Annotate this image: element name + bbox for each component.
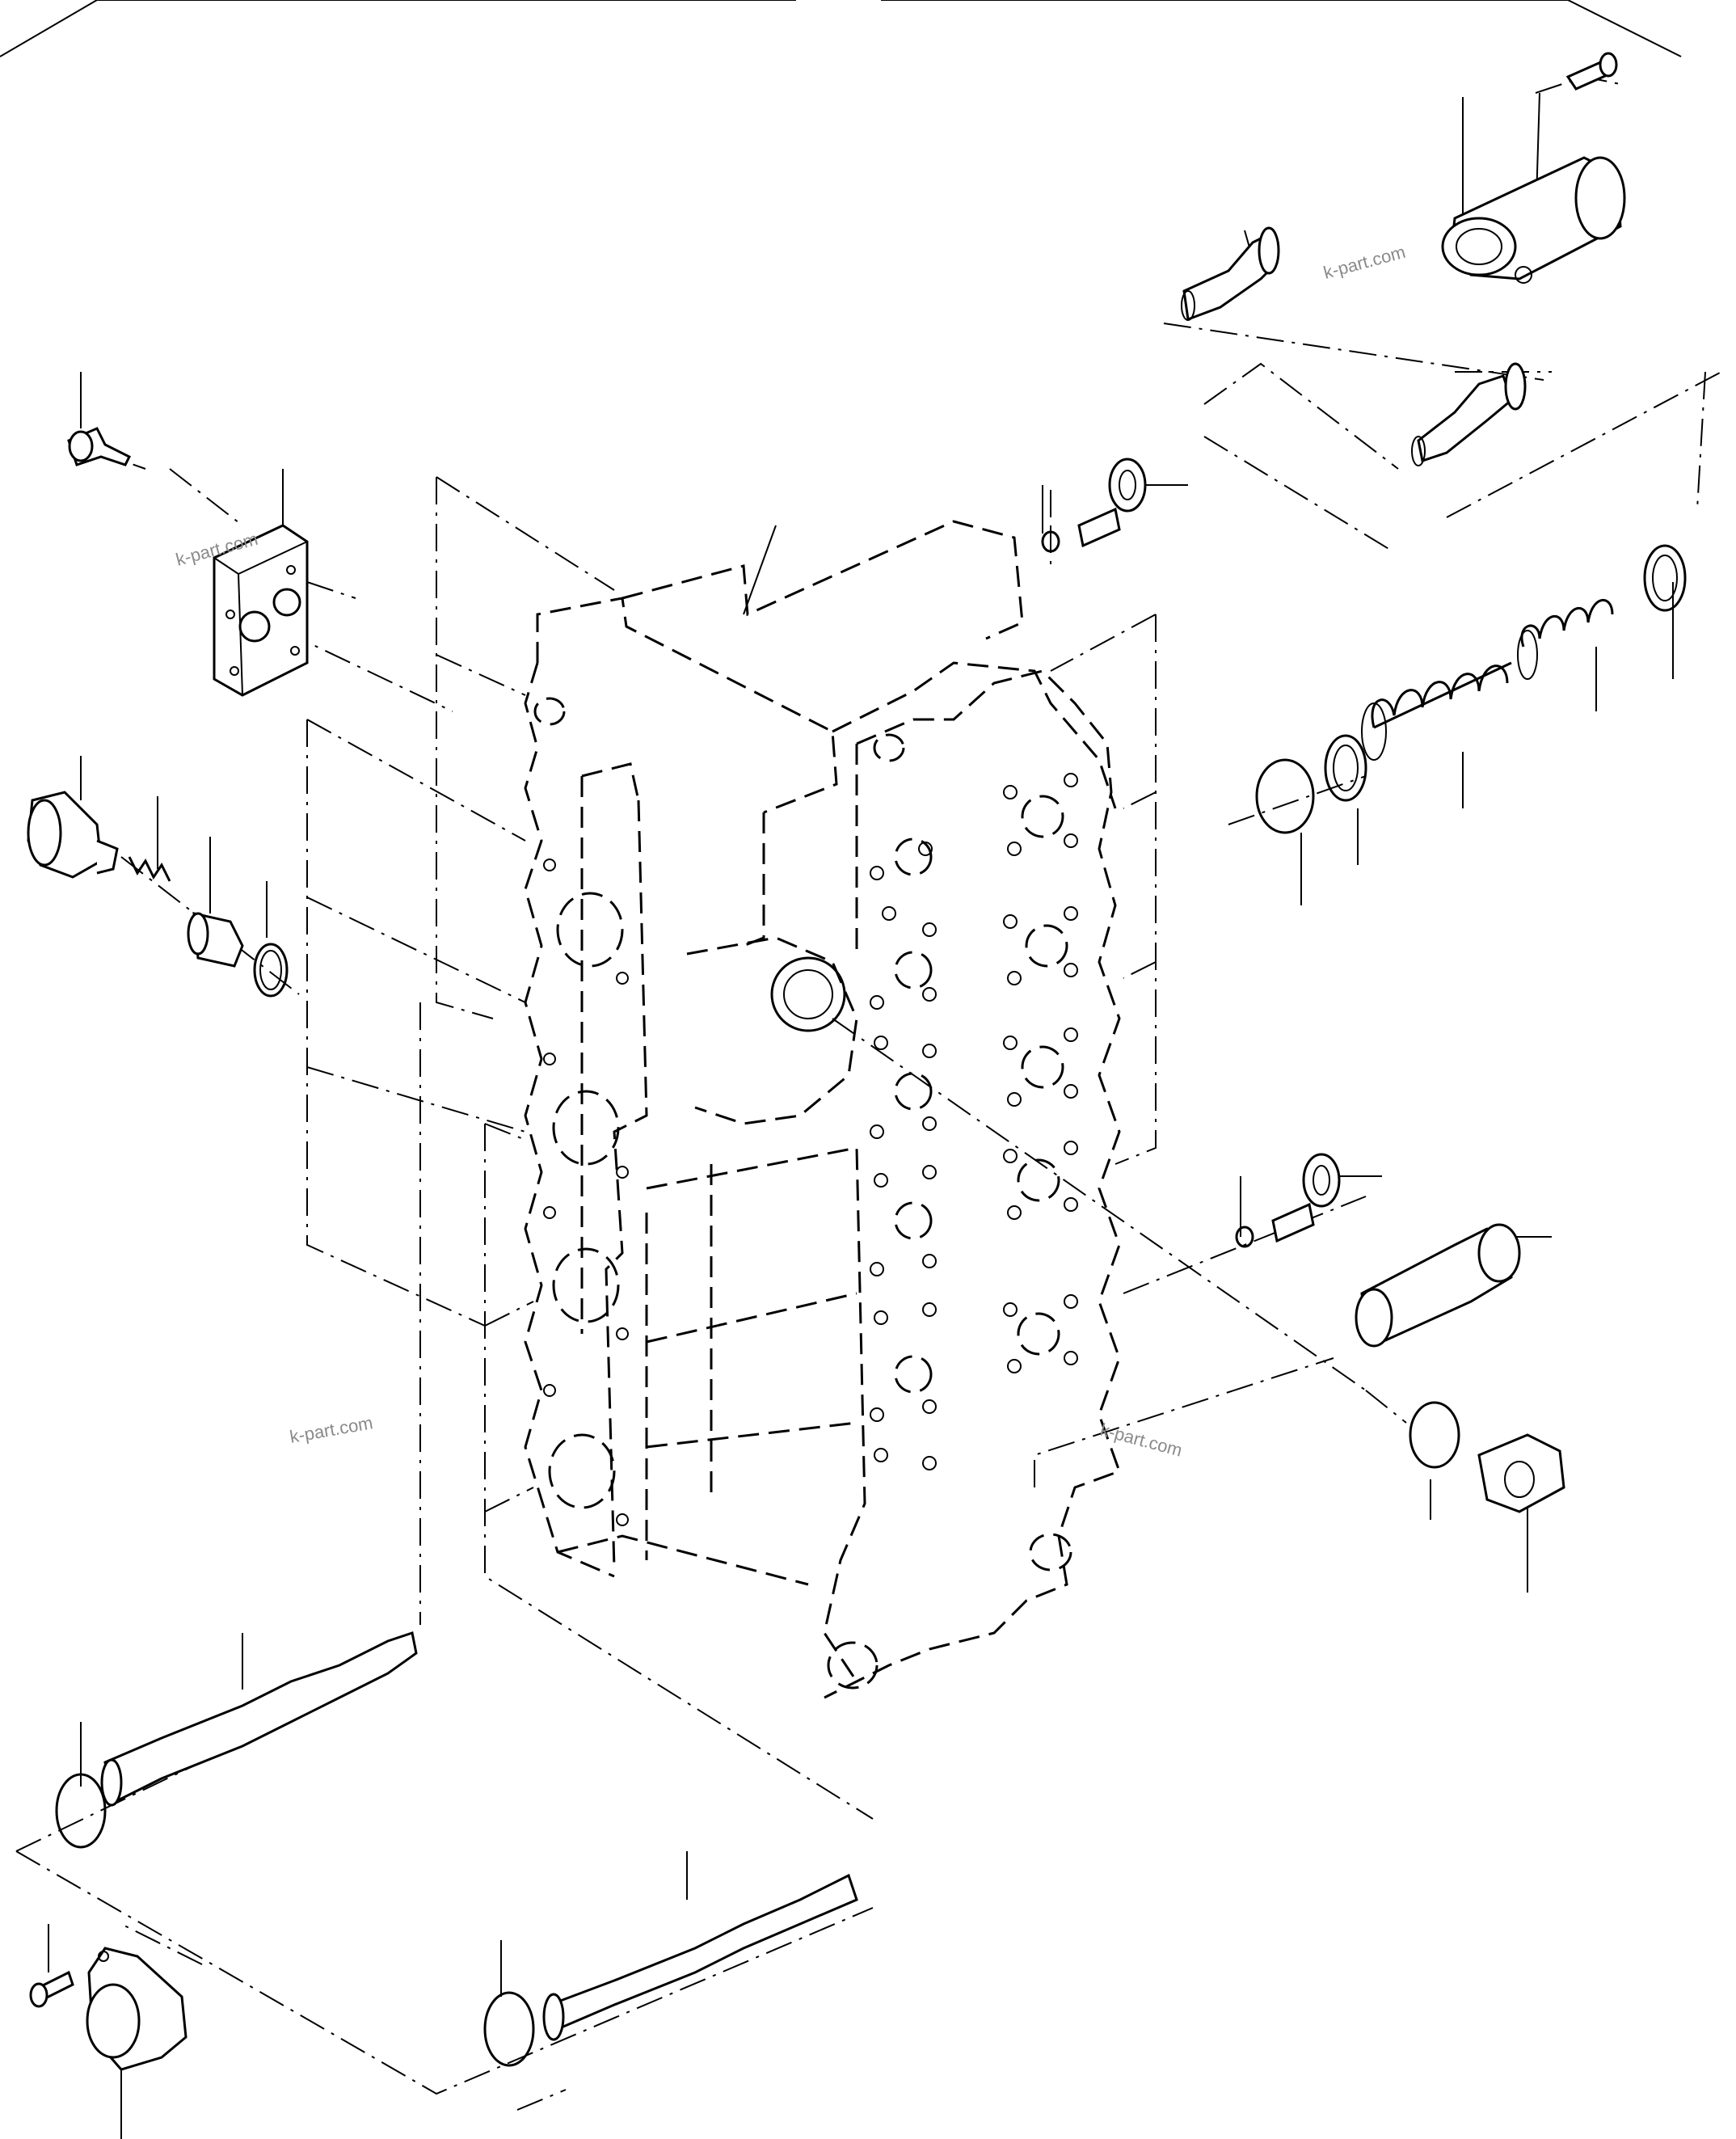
plug-hex (1477, 1433, 1565, 1513)
assembly-lines (15, 75, 1722, 2111)
bolt-top-right (1565, 52, 1618, 91)
snap-ring-middle (1409, 1401, 1460, 1469)
o-ring-bottom-b (483, 1991, 535, 2067)
snap-ring-right (1255, 758, 1315, 834)
bolt-bottom-left (29, 1970, 74, 2008)
spring-seat (1643, 544, 1687, 612)
spool-top-right-b (1411, 362, 1527, 466)
bolt-holes (543, 773, 1078, 1526)
o-ring-bottom-a (55, 1773, 107, 1849)
o-ring-left (253, 943, 289, 998)
eyebolt-middle (1235, 1153, 1341, 1248)
spool-long-b (542, 1873, 858, 2041)
washer-right (1324, 734, 1367, 802)
watermarks: k-part.com k-part.com k-part.com k-part.… (174, 242, 1408, 1461)
relief-valve (1355, 1223, 1521, 1348)
cover-plate-assembly (213, 524, 309, 697)
cover-bottom (86, 1947, 188, 2071)
spring-small-left (128, 856, 171, 882)
watermark-text: k-part.com (1098, 1420, 1185, 1461)
plug-valve-left (27, 791, 119, 879)
leader-lines (48, 92, 1674, 2139)
frame-lines (0, 0, 1682, 57)
spring-medium (1517, 599, 1614, 680)
watermark-text: k-part.com (1321, 242, 1408, 283)
spool-top-right-a (1181, 226, 1280, 322)
watermark-text: k-part.com (289, 1412, 375, 1447)
solenoid-assembly (1441, 156, 1626, 284)
spring-large (1361, 661, 1512, 761)
sleeve-left (187, 912, 244, 968)
valve-body (524, 520, 1121, 1699)
spool-long-a (100, 1631, 418, 1807)
eyebolt-top (1041, 458, 1147, 553)
bolt-left-top (67, 427, 132, 466)
